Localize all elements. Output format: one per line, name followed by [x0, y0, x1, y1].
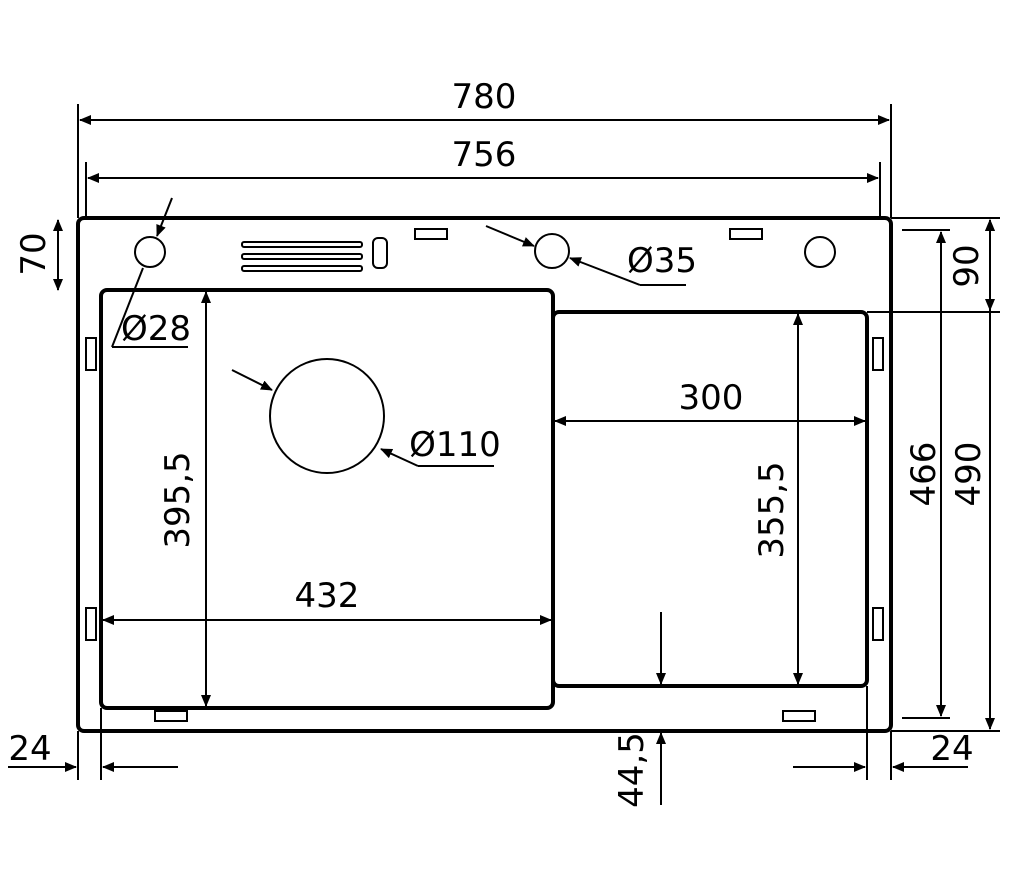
- label-deck-left: 70: [14, 232, 54, 275]
- label-left-bowl-depth: 395,5: [158, 451, 198, 548]
- label-right-bowl-depth: 355,5: [752, 461, 792, 558]
- mounting-clip: [872, 337, 884, 371]
- tap-hole-right: [804, 236, 836, 268]
- mounting-clip: [154, 710, 188, 722]
- mounting-clip: [85, 607, 97, 641]
- leader-tap-hole-35: [485, 225, 686, 286]
- tap-hole-28: [134, 236, 166, 268]
- label-margin-left: 24: [8, 729, 51, 769]
- mounting-clip: [782, 710, 816, 722]
- label-tap-hole-35: Ø35: [627, 241, 697, 281]
- label-margin-right: 24: [930, 729, 973, 769]
- right-bowl-outline: [551, 310, 869, 688]
- label-drain-hole-110: Ø110: [409, 425, 501, 465]
- leader-tap-hole-28: [111, 197, 188, 348]
- label-tap-hole-28: Ø28: [121, 309, 191, 349]
- mounting-clip: [872, 607, 884, 641]
- mounting-clip: [85, 337, 97, 371]
- mounting-clip: [414, 228, 448, 240]
- mounting-clip: [729, 228, 763, 240]
- drain-hole-110: [269, 358, 385, 474]
- label-inner-width: 756: [452, 135, 517, 175]
- control-panel: [241, 237, 388, 272]
- label-overall-width: 780: [452, 77, 517, 117]
- label-inner-depth: 466: [904, 442, 944, 507]
- label-overall-depth: 490: [949, 442, 989, 507]
- extension-lines: [77, 104, 1000, 780]
- label-left-bowl-width: 432: [295, 576, 360, 616]
- leader-drain-hole-110: [231, 369, 494, 467]
- tap-hole-35: [534, 233, 570, 269]
- sink-outline: [76, 216, 893, 733]
- label-deck-right: 90: [947, 244, 987, 287]
- label-offset-bottom: 44,5: [612, 732, 652, 808]
- label-right-bowl-width: 300: [679, 378, 744, 418]
